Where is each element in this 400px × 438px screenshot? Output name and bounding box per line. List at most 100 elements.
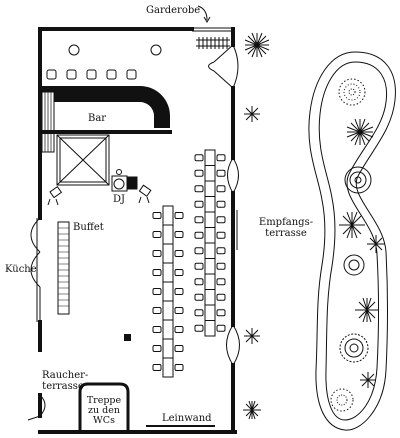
label-bar: Bar: [88, 113, 107, 124]
palm-icon: [244, 328, 260, 344]
table-segment: [204, 273, 216, 290]
bar-stool: [86, 69, 97, 80]
door-right-mid: [227, 157, 239, 194]
chair: [152, 250, 162, 257]
shrub-icon: [338, 78, 366, 106]
chair: [216, 278, 226, 286]
buffet-table: [57, 221, 70, 315]
chair: [194, 324, 204, 332]
bar-stool: [66, 69, 77, 80]
table-segment: [204, 320, 216, 337]
bar-stools: [46, 44, 162, 80]
spotlight-left: [47, 185, 63, 206]
table-segment: [204, 289, 216, 306]
label-raucher-line2: terrasse: [42, 381, 84, 392]
chair: [216, 169, 226, 177]
palm-icon: [360, 372, 376, 388]
flower-icon: [339, 333, 369, 363]
label-buffet: Buffet: [73, 222, 104, 233]
garderobe-window: [192, 27, 233, 32]
table-segment: [204, 196, 216, 213]
shrub-icon: [330, 388, 354, 412]
chair: [194, 185, 204, 193]
label-treppe-line1: Treppe: [86, 395, 122, 406]
chair: [216, 293, 226, 301]
chair: [152, 364, 162, 371]
table-segment: [162, 300, 174, 321]
table-segment: [162, 338, 174, 359]
chair: [174, 345, 184, 352]
long-table-left: [152, 205, 184, 378]
palm-icon: [243, 400, 261, 420]
chair: [152, 212, 162, 219]
table-segment: [204, 258, 216, 275]
label-empfang-line2: terrasse: [265, 228, 307, 239]
flower-icon: [343, 254, 365, 276]
chair: [216, 324, 226, 332]
table-segment: [162, 357, 174, 378]
label-empfangsterrasse: Empfangs- terrasse: [256, 217, 316, 239]
chair: [152, 231, 162, 238]
chair: [152, 307, 162, 314]
chair: [194, 278, 204, 286]
table-segment: [162, 243, 174, 264]
chair: [152, 288, 162, 295]
terrace-plants: [243, 32, 270, 420]
table-segment: [162, 262, 174, 283]
bar-stool: [68, 44, 80, 56]
chair: [174, 212, 184, 219]
garden-bed: [308, 51, 396, 431]
chair: [194, 216, 204, 224]
dj-desk: [111, 169, 138, 192]
chair: [174, 250, 184, 257]
table-segment: [204, 165, 216, 182]
table-segment: [162, 205, 174, 226]
lift-area: [56, 134, 110, 186]
table-segment: [204, 180, 216, 197]
spotlight-right: [138, 184, 152, 204]
table-segment: [162, 319, 174, 340]
chair: [152, 345, 162, 352]
chair: [194, 200, 204, 208]
label-raucherterrasse: Raucher- terrasse: [42, 370, 89, 392]
chair: [216, 309, 226, 317]
chair: [152, 326, 162, 333]
label-empfang-line1: Empfangs-: [258, 217, 314, 228]
label-garderobe: Garderobe: [146, 5, 201, 16]
kitchen-door: [30, 217, 41, 322]
chair: [194, 231, 204, 239]
flower-icon: [344, 166, 372, 194]
garderobe-arrowhead: [203, 16, 211, 23]
bar-stool: [150, 44, 162, 56]
label-kueche: Küche: [5, 264, 37, 275]
palm-icon: [244, 106, 260, 122]
chair: [174, 288, 184, 295]
chair: [174, 307, 184, 314]
chair: [216, 185, 226, 193]
door-right-top: [208, 44, 239, 89]
coat-hangers: [196, 37, 230, 49]
chair: [216, 262, 226, 270]
chair: [216, 216, 226, 224]
table-segment: [204, 227, 216, 244]
door-right-bottom: [226, 324, 240, 366]
table-segment: [204, 211, 216, 228]
stairs-box: [78, 382, 130, 432]
chair: [194, 154, 204, 162]
garden-plants: [330, 78, 385, 412]
chair: [174, 326, 184, 333]
bar-stool: [126, 69, 137, 80]
table-segment: [204, 304, 216, 321]
chair: [216, 154, 226, 162]
chair: [174, 231, 184, 238]
chair: [216, 231, 226, 239]
palm-icon: [355, 297, 379, 323]
bar-counter: [41, 86, 172, 153]
palm-icon: [346, 118, 374, 146]
palm-icon: [244, 32, 270, 58]
chair: [216, 200, 226, 208]
chair: [194, 293, 204, 301]
label-raucher-line1: Raucher-: [42, 370, 89, 381]
label-treppe-line3: WCs: [93, 415, 115, 426]
